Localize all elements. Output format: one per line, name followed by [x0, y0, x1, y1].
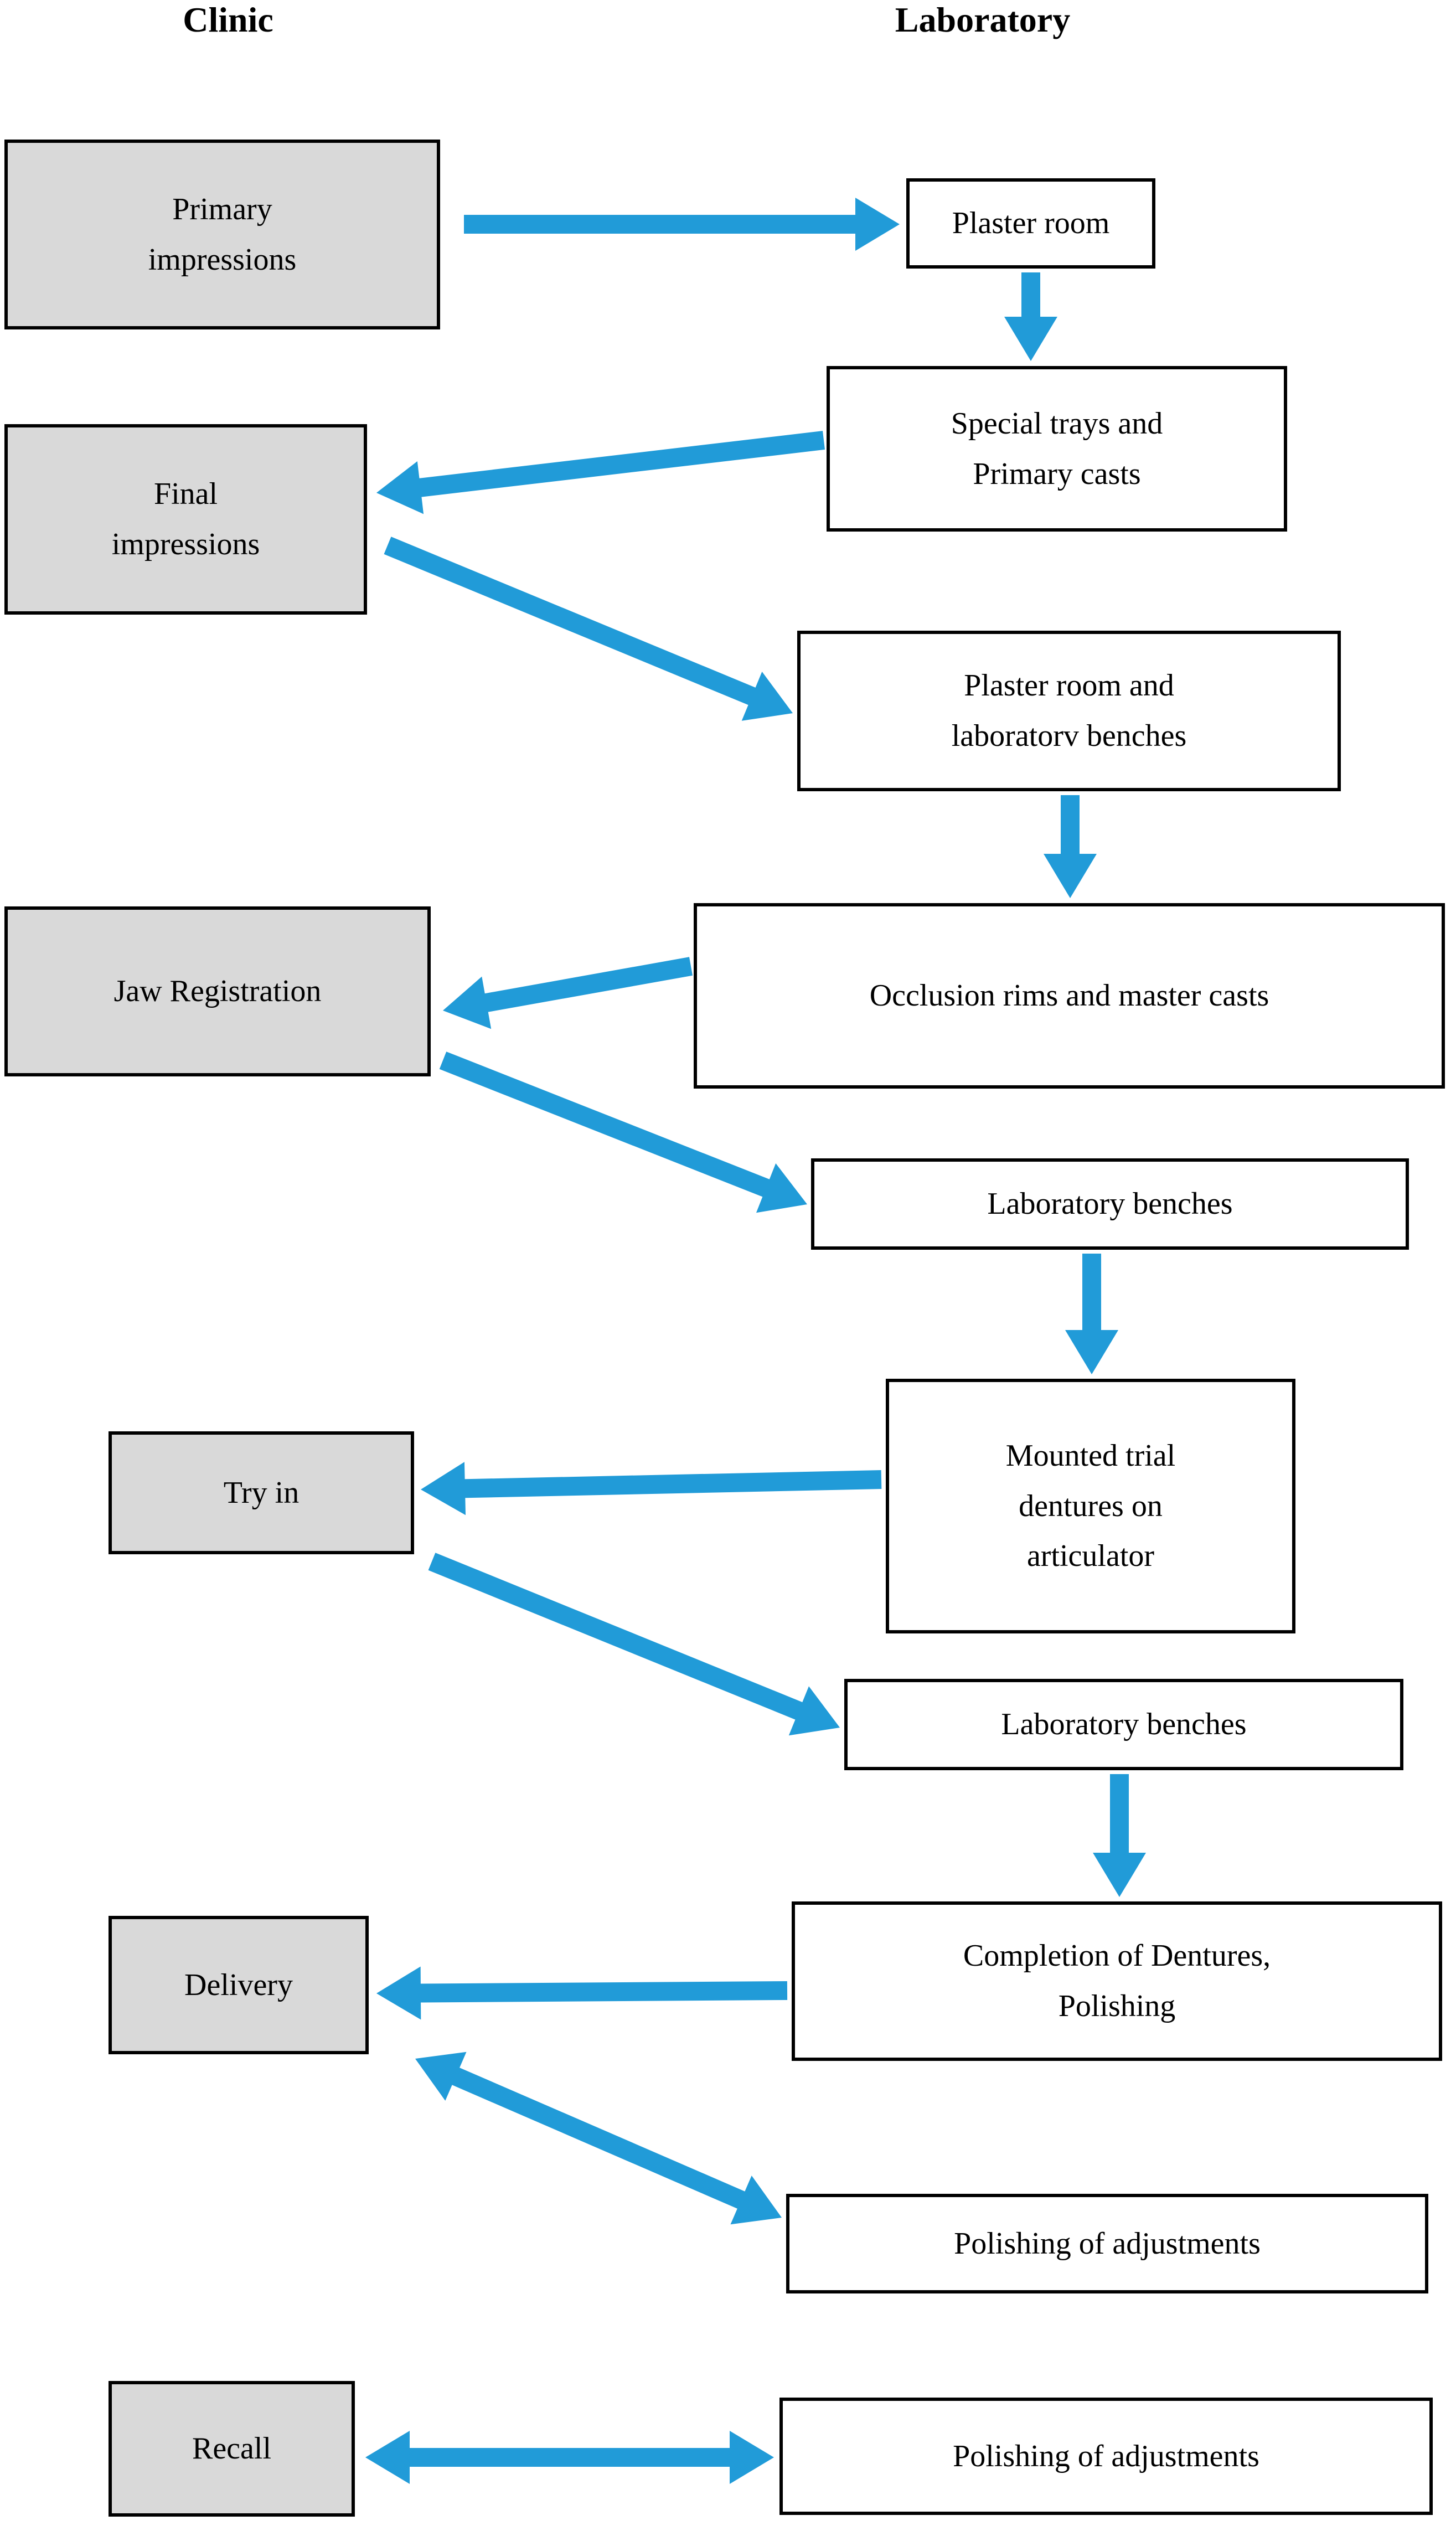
node-recall[interactable]: Recall: [109, 2381, 355, 2517]
node-label-laboratory-benches-1: Laboratory benches: [987, 1187, 1233, 1221]
node-laboratory-benches-1[interactable]: Laboratory benches: [811, 1158, 1409, 1250]
node-label-occlusion-rims: Occlusion rims and master casts: [869, 978, 1269, 1013]
node-plaster-room[interactable]: Plaster room: [906, 178, 1155, 269]
node-label-recall: Recall: [192, 2431, 272, 2466]
column-header-laboratory: Laboratory: [895, 0, 1071, 39]
arrow-mounted-to-tryin: [421, 1462, 882, 1516]
arrow-trays-to-final: [376, 431, 825, 514]
column-header-clinic: Clinic: [183, 0, 273, 39]
node-polishing-adjust-1[interactable]: Polishing of adjustments: [786, 2194, 1428, 2293]
node-jaw-registration[interactable]: Jaw Registration: [4, 906, 431, 1076]
arrow-recall-polishing2: [365, 2431, 774, 2484]
node-label-try-in: Try in: [223, 1475, 300, 1510]
arrow-final-to-plasterbenches: [384, 537, 793, 721]
node-polishing-adjust-2[interactable]: Polishing of adjustments: [779, 2398, 1433, 2515]
node-label-polishing-adjust-2: Polishing of adjustments: [953, 2439, 1259, 2473]
node-label-laboratory-benches-2: Laboratory benches: [1001, 1707, 1247, 1742]
arrow-benches1-to-mounted: [1065, 1254, 1118, 1374]
node-laboratory-benches-2[interactable]: Laboratory benches: [844, 1679, 1403, 1770]
arrow-plaster-to-trays: [1004, 272, 1057, 361]
arrow-plasterbenches-to-occlusion: [1044, 795, 1097, 898]
node-occlusion-rims[interactable]: Occlusion rims and master casts: [694, 903, 1445, 1089]
node-completion-dentures[interactable]: Completion of Dentures,Polishing: [792, 1901, 1442, 2061]
arrow-tryin-to-benches2: [428, 1553, 840, 1736]
arrow-primary-to-plaster: [464, 198, 900, 251]
node-label-delivery: Delivery: [184, 1967, 293, 2002]
arrow-polishing1-to-delivery: [415, 2052, 782, 2225]
node-try-in[interactable]: Try in: [109, 1431, 414, 1554]
node-label-completion-dentures: Completion of Dentures,Polishing: [963, 1939, 1271, 2023]
arrow-benches2-to-completion: [1093, 1774, 1146, 1897]
node-label-plaster-room: Plaster room: [952, 206, 1110, 241]
arrow-completion-to-delivery: [376, 1966, 788, 2020]
node-label-jaw-registration: Jaw Registration: [113, 974, 322, 1009]
node-label-polishing-adjust-1: Polishing of adjustments: [954, 2226, 1261, 2261]
arrow-jaw-to-benches1: [439, 1051, 807, 1213]
arrow-occlusion-to-jaw: [443, 957, 693, 1029]
node-delivery[interactable]: Delivery: [109, 1916, 369, 2054]
